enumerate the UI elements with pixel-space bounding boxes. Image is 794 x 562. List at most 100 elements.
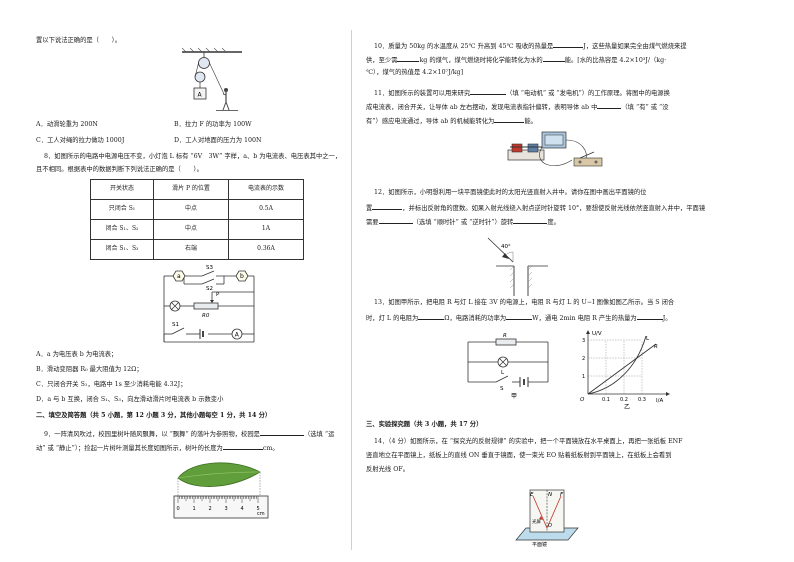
- q13-line-2-text: 时，灯 L 的电阻为: [366, 315, 419, 322]
- ruler-tick-label: 2: [209, 506, 212, 512]
- meter-a-label: a: [177, 273, 181, 280]
- graph-origin: O: [580, 397, 585, 403]
- graph-ylabel: U/V: [592, 331, 602, 337]
- q8-option-c: C．只闭合开关 S₁，电路中 1s 至少消耗电能 4.32J；: [36, 381, 187, 388]
- ammeter-label: A: [235, 331, 240, 338]
- q11-line-1-text: 11．如图所示的装置可以用来研究: [374, 90, 471, 97]
- answer-blank[interactable]: [378, 216, 413, 224]
- graph-xlabel: I/A: [656, 398, 663, 404]
- answer-blank[interactable]: [494, 115, 525, 123]
- q13-line-2-mid: Ω，电路消耗的功率为: [444, 315, 507, 322]
- table-cell: 中点: [153, 199, 229, 220]
- x-tick-label: 0.1: [602, 397, 610, 403]
- q8-line-2: 且不相同。根据表中的数据判断下列说法正确的是（ ）。: [36, 166, 203, 173]
- answer-blank[interactable]: [597, 101, 622, 109]
- q8-option-a: A．a 为电压表 b 为电流表；: [36, 351, 118, 358]
- curve-r: [587, 343, 657, 395]
- resistor-r-label: R: [503, 333, 507, 339]
- mirror-label: 平面镜: [532, 541, 547, 548]
- q12-line-2-tail: ，并标出反射角的度数。如果入射光线绕入射点逆时针旋转 10°，要想使反射光线依然…: [402, 205, 706, 212]
- label-f: F: [560, 492, 564, 498]
- figure-jia-caption: 甲: [511, 393, 517, 400]
- meter-b-label: b: [240, 273, 244, 280]
- switch-s-label: S: [500, 386, 504, 392]
- q12-line-3: 需要（选填 “顺时针” 或 “逆时针”）旋转度。: [366, 216, 560, 229]
- table-header-cell: 开关状态: [90, 179, 154, 200]
- q12-line-3-mid: （选填 “顺时针” 或 “逆时针”）旋转: [412, 219, 514, 226]
- table-cell: 闭合 S₁、S₂: [90, 219, 154, 240]
- q11-apparatus-figure: [507, 131, 603, 167]
- answer-blank[interactable]: [397, 54, 420, 62]
- answer-blank[interactable]: [542, 54, 565, 62]
- q8-data-table: 开关状态 滑片 P 的位置 电流表的示数 只闭合 S₁ 中点 0.5A 闭合 S…: [90, 179, 304, 260]
- q13-jia-circuit: R L S 甲: [467, 333, 549, 400]
- curve-l-label: L: [646, 336, 650, 342]
- weight-label: A: [198, 92, 203, 99]
- answer-blank[interactable]: [636, 312, 663, 320]
- incident-angle-label: 40°: [501, 244, 511, 250]
- q8-circuit-diagram: a b A S3 S2 S1 P R0: [163, 265, 255, 343]
- ruler-unit: cm: [257, 511, 265, 517]
- switch-s1-label: S1: [172, 322, 179, 328]
- ruler-tick-label: 4: [241, 506, 244, 512]
- x-tick-label: 0.2: [620, 397, 628, 403]
- q9-line-1: 9．一阵清风吹过，校园里树叶随风飘舞，以 “飘舞” 的落叶为参照物，校园是 （选填…: [44, 428, 334, 441]
- q14-line-2: 竖直地立在平面镜上，纸板上的直线 ON 垂直于镜面，使一束光 EO 贴着纸板射到…: [366, 452, 672, 459]
- ruler-tick-label: 3: [225, 506, 228, 512]
- answer-blank[interactable]: [506, 312, 533, 320]
- q9-line-1-text: 9．一阵清风吹过，校园里树叶随风飘舞，以 “飘舞” 的落叶为参照物，校园是: [44, 431, 260, 438]
- q7-option-b: B．拉力 F 的功率为 100W: [174, 121, 252, 128]
- lamp-l-label: L: [501, 370, 505, 376]
- q9-line-2-text: 动” 或 “静止”）；捡起一片树叶测量其长度如图所示，树叶的长度为: [36, 445, 223, 452]
- q7-tail: 置以下说法正确的是（ ）。: [36, 37, 122, 44]
- slider-p-label: P: [216, 292, 220, 298]
- answer-blank[interactable]: [418, 312, 445, 320]
- q8-option-d: D．a 与 b 互换，闭合 S₁、S₃，向左滑动滑片时电流表 b 示数变小: [36, 396, 224, 403]
- curve-l: [587, 335, 647, 395]
- table-cell: 只闭合 S₁: [90, 199, 154, 220]
- section-2-heading: 二、填空及简答题（共 5 小题，第 12 小题 3 分，其他小题每空 1 分，共…: [36, 412, 272, 419]
- q11-line-1-tail: （填 “电动机” 或 “发电机”）的工作原理。将图中的电源换: [506, 90, 670, 97]
- answer-blank[interactable]: [553, 40, 584, 48]
- q10-line-1-text: 10．质量为 50kg 的水温度从 25℃ 升高到 45℃ 吸收的热量是: [374, 43, 554, 50]
- table-cell: 1A: [228, 219, 304, 240]
- q10-line-2-text: 供，至少需: [366, 57, 398, 64]
- label-o: O: [548, 523, 552, 529]
- table-header-cell: 滑片 P 的位置: [153, 179, 229, 200]
- answer-blank[interactable]: [513, 216, 548, 224]
- q9-line-1-tail: （选填 “运: [303, 431, 335, 438]
- rheostat-r0-label: R0: [202, 313, 210, 319]
- table-row: 闭合 S₁、S₂ 中点 1A: [90, 219, 304, 240]
- q10-line-1: 10．质量为 50kg 的水温度从 25℃ 升高到 45℃ 吸收的热量是 J，这些…: [374, 40, 687, 53]
- q14-reflection-figure: E N F O 光屏 平面镜: [515, 489, 579, 548]
- q11-line-3: 有”）感应电流通过，导体 ab 的机械能转化为 能。: [366, 115, 537, 128]
- table-cell: 中点: [153, 219, 229, 240]
- ruler-tick-label: 5: [257, 506, 260, 512]
- y-tick-label: 3: [582, 338, 585, 344]
- q12-line-2-text: 置: [366, 205, 373, 212]
- table-cell: 右端: [153, 239, 229, 260]
- q7-option-c: C．工人对绳的拉力做功 1000J: [36, 137, 125, 144]
- x-tick-label: 0.3: [638, 397, 646, 403]
- answer-blank[interactable]: [222, 442, 263, 450]
- answer-blank[interactable]: [259, 428, 304, 436]
- q11-line-2-tail: （填 “有” 或 “没: [621, 104, 669, 111]
- label-e: E: [530, 492, 534, 498]
- q12-line-1: 12．如图所示，小明想利用一块平面镜使此时的太阳光竖直射入井中。请你在图中画出平…: [374, 189, 647, 196]
- q10-line-1-tail: J，这些热量如果完全由煤气燃烧来提: [583, 43, 687, 50]
- q11-line-3-text: 有”）感应电流通过，导体 ab 的机械能转化为: [366, 118, 495, 125]
- board-label: 光屏: [532, 518, 541, 525]
- y-tick-label: 1: [582, 374, 585, 380]
- answer-blank[interactable]: [372, 202, 403, 210]
- figure-yi-caption: 乙: [624, 404, 630, 411]
- table-header-row: 开关状态 滑片 P 的位置 电流表的示数: [90, 179, 304, 200]
- table-cell: 0.5A: [228, 199, 304, 220]
- answer-blank[interactable]: [470, 87, 507, 95]
- column-divider: [351, 30, 352, 550]
- q7-option-d: D．工人对地面的压力为 100N: [174, 137, 262, 144]
- q11-line-3-tail: 能。: [524, 118, 537, 125]
